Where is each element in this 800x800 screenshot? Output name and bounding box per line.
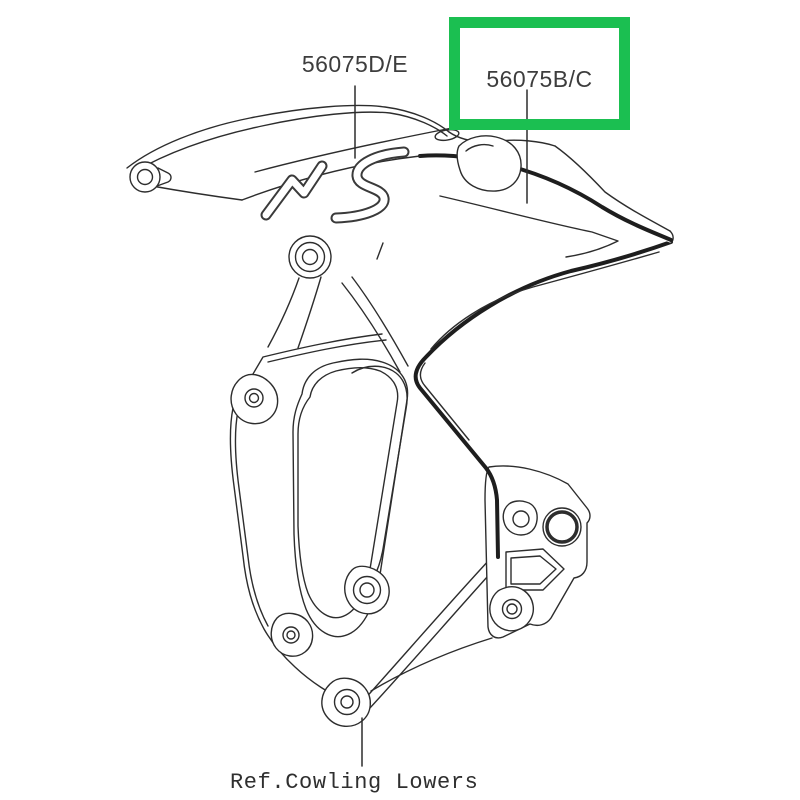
upper-cowling-outline: [126, 104, 674, 260]
leader-lines: [354, 85, 528, 767]
highlight-box[interactable]: 56075B/C: [449, 17, 630, 130]
decal-graphic: [260, 146, 410, 224]
callout-56075bc[interactable]: 56075B/C: [486, 66, 593, 92]
mounting-strut: [267, 235, 332, 349]
fastener-left-tip: [129, 161, 172, 193]
callout-56075de[interactable]: 56075D/E: [301, 51, 409, 77]
fastener-bolts: [230, 373, 535, 727]
callout-ref-cowling-lowers: Ref.Cowling Lowers: [230, 770, 479, 795]
side-shroud-outline: [341, 240, 673, 559]
